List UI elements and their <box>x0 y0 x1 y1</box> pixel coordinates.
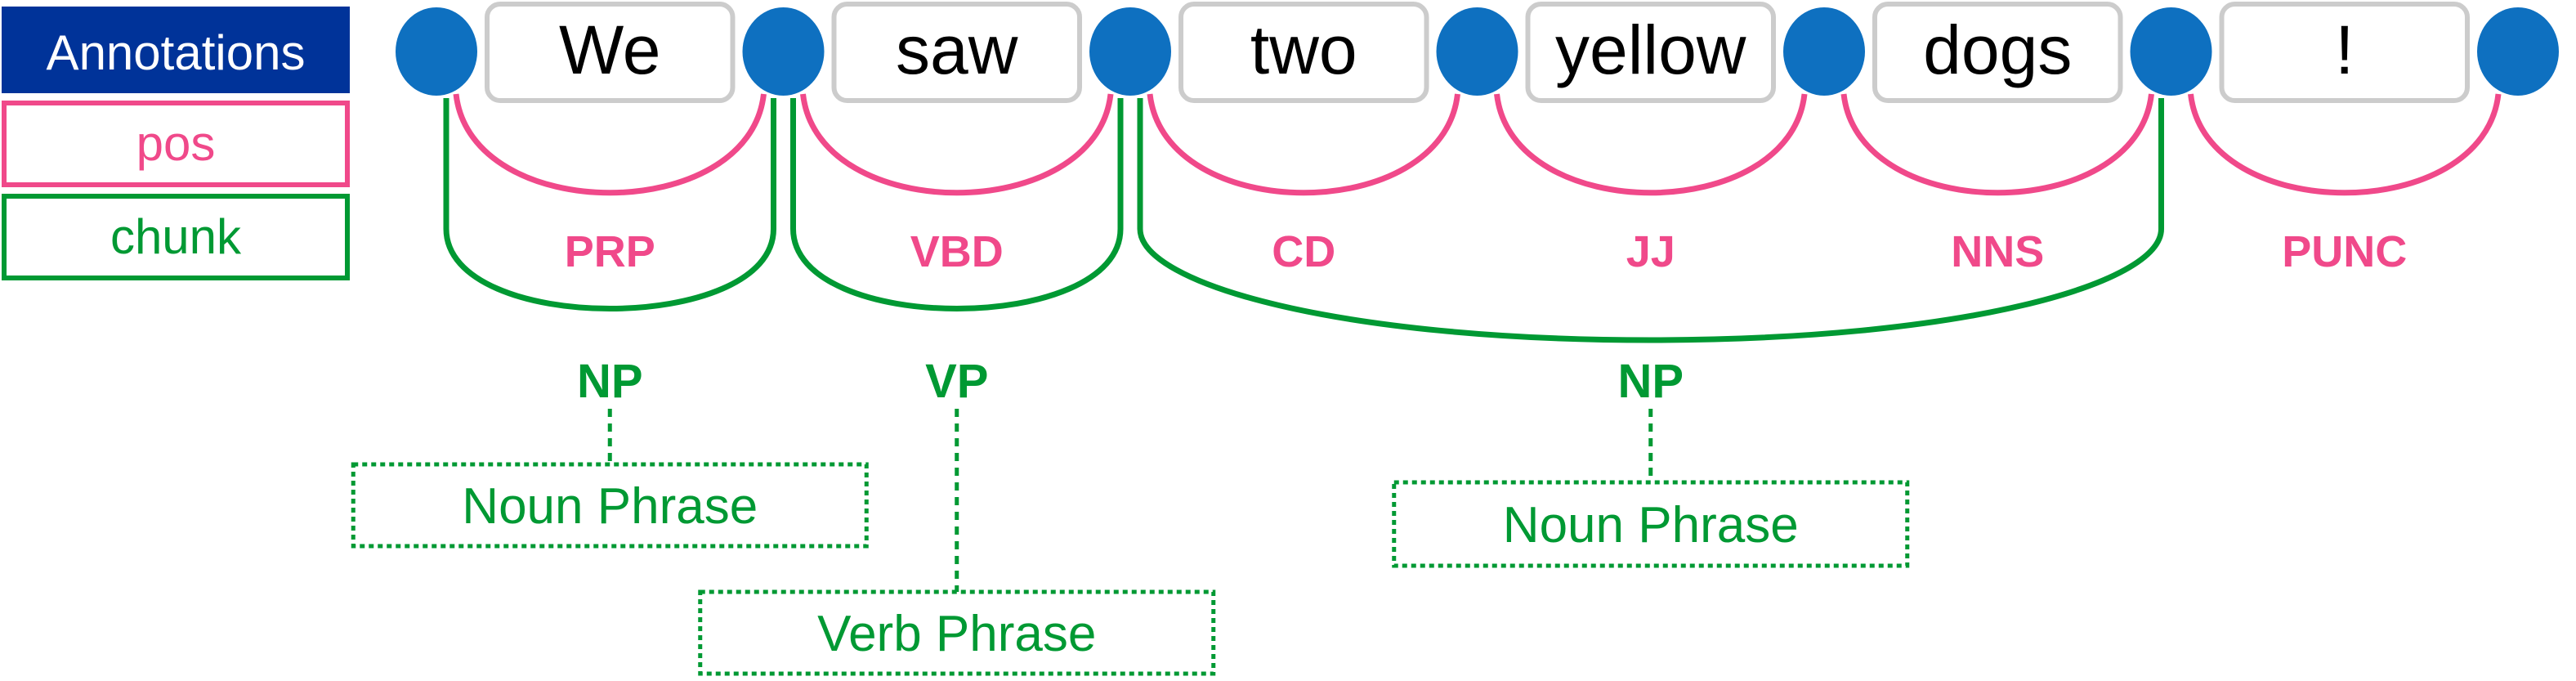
boundary-node[interactable] <box>2130 7 2212 96</box>
chunk-description[interactable]: Noun Phrase <box>351 462 869 549</box>
chunk-arc <box>443 98 776 311</box>
token-text: yellow <box>1555 11 1746 88</box>
pos-arc <box>1840 93 2154 196</box>
token-text: two <box>1250 11 1357 88</box>
chunk-description-text: Noun Phrase <box>462 478 758 535</box>
chunk-description-text: Noun Phrase <box>1503 497 1799 553</box>
boundary-node[interactable] <box>742 7 825 96</box>
chunk-description-text: Verb Phrase <box>817 606 1096 662</box>
boundary-node[interactable] <box>1089 7 1171 96</box>
boundary-node[interactable] <box>1436 7 1518 96</box>
chunk-arc <box>790 98 1124 311</box>
pos-label: PRP <box>565 227 655 276</box>
boundary-node[interactable] <box>1783 7 1865 96</box>
token-text: saw <box>896 11 1018 88</box>
legend-title: Annotations <box>47 25 306 80</box>
legend-chunk-box[interactable] <box>2 194 350 280</box>
chunk-description-box[interactable] <box>698 589 1216 676</box>
boundary-node[interactable] <box>396 7 477 96</box>
token-box[interactable] <box>2219 2 2470 103</box>
chunk-description[interactable]: Noun Phrase <box>1392 480 1910 568</box>
chunk-description[interactable]: Verb Phrase <box>698 589 1216 676</box>
chunk-description-box[interactable] <box>351 462 869 549</box>
chunk-label: NP <box>577 355 643 408</box>
pos-arc <box>1494 93 1808 196</box>
legend-pos-label: pos <box>136 116 216 171</box>
token-text: dogs <box>1923 11 2072 88</box>
pos-arc <box>1147 93 1460 196</box>
token-box[interactable] <box>485 2 736 103</box>
pos-arc <box>800 93 1114 196</box>
token-box[interactable] <box>1178 2 1429 103</box>
legend: Annotations pos chunk <box>2 7 350 280</box>
token[interactable]: saw <box>831 2 1082 103</box>
token-text: ! <box>2335 11 2354 88</box>
legend-chunk-label: chunk <box>110 209 242 264</box>
chunk-arc <box>1137 98 2164 343</box>
chunk-arcs <box>443 98 2164 343</box>
token-box[interactable] <box>1872 2 2123 103</box>
chunk-label: VP <box>925 355 988 408</box>
legend-pos-box[interactable] <box>2 101 350 187</box>
token-box[interactable] <box>1525 2 1776 103</box>
token-boundary-nodes <box>396 7 2559 96</box>
token-text: We <box>559 11 660 88</box>
token-box[interactable] <box>831 2 1082 103</box>
pos-label: JJ <box>1626 227 1675 276</box>
pos-label: VBD <box>910 227 1004 276</box>
token[interactable]: ! <box>2219 2 2470 103</box>
token[interactable]: yellow <box>1525 2 1776 103</box>
boundary-node[interactable] <box>2477 7 2559 96</box>
pos-arc <box>2188 93 2502 196</box>
token-boxes: We saw two yellow dogs! <box>485 2 2470 103</box>
pos-labels: PRP VBD CD JJ NNS PUNC <box>565 227 2408 276</box>
token[interactable]: two <box>1178 2 1429 103</box>
pos-label: CD <box>1272 227 1335 276</box>
token[interactable]: We <box>485 2 736 103</box>
chunk-label: NP <box>1617 355 1684 408</box>
pos-arc <box>453 93 767 196</box>
legend-title-bg <box>2 7 350 93</box>
pos-label: PUNC <box>2282 227 2407 276</box>
token[interactable]: dogs <box>1872 2 2123 103</box>
pos-label: NNS <box>1951 227 2044 276</box>
pos-arcs <box>453 93 2502 196</box>
chunk-labels: NP Noun Phrase VP Verb Phrase NP Noun Phrase <box>351 355 1910 676</box>
chunk-description-box[interactable] <box>1392 480 1910 568</box>
